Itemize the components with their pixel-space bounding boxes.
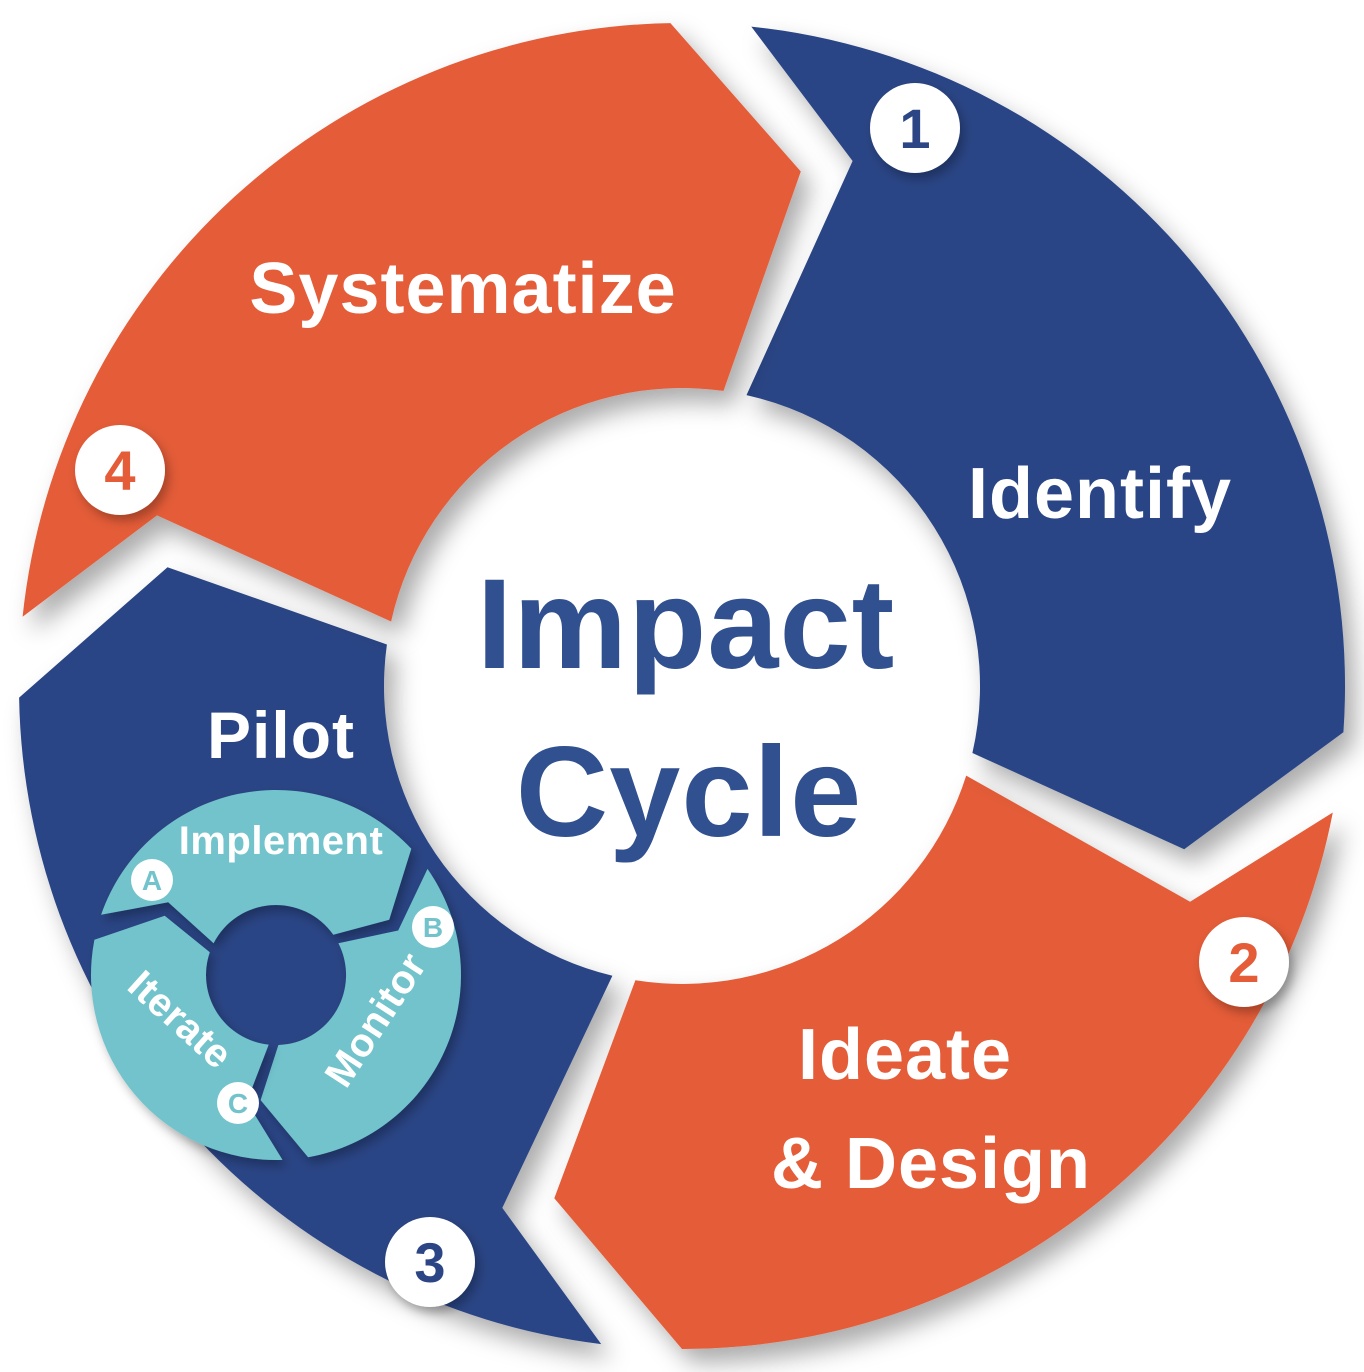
substep-badge-a: A: [131, 859, 173, 901]
substep-badge-c: C: [217, 1082, 259, 1124]
step-badge-1-number: 1: [899, 97, 930, 160]
segment-ideate-design-shape: [554, 775, 1333, 1349]
substep-badge-c-letter: C: [228, 1088, 248, 1119]
step-badge-3-number: 3: [414, 1231, 445, 1294]
step-badge-2: 2: [1199, 917, 1289, 1007]
substep-badge-b-letter: B: [423, 912, 443, 943]
substep-badge-c-circle: [217, 1082, 259, 1124]
substep-badge-a-letter: A: [142, 865, 162, 896]
segment-identify-shape: [746, 26, 1346, 850]
center-title-line1: Impact: [477, 553, 896, 696]
step-badge-1-circle: [870, 83, 960, 173]
step-badge-1: 1: [870, 83, 960, 173]
segment-pilot-shape: [19, 567, 613, 1345]
segment-systematize-shape: [22, 23, 801, 622]
step-badge-4-circle: [75, 425, 165, 515]
label-pilot: Pilot: [207, 698, 355, 772]
step-badge-4-number: 4: [104, 439, 135, 502]
label-implement: Implement: [179, 819, 384, 863]
step-badge-2-circle: [1199, 917, 1289, 1007]
step-badge-3-circle: [385, 1217, 475, 1307]
label-identify: Identify: [968, 454, 1232, 534]
label-systematize: Systematize: [249, 249, 676, 329]
subcycle-implement-shape: [101, 790, 412, 944]
pilot-subcycle-ring: [90, 790, 461, 1161]
label-ideate: Ideate: [798, 1015, 1012, 1095]
step-badge-2-number: 2: [1228, 931, 1259, 994]
step-badge-3: 3: [385, 1217, 475, 1307]
label-design: & Design: [771, 1124, 1091, 1204]
substep-badge-a-circle: [131, 859, 173, 901]
subcycle-monitor-shape: [260, 868, 461, 1158]
substep-badge-b-circle: [412, 906, 454, 948]
substep-badge-b: B: [412, 906, 454, 948]
step-badge-4: 4: [75, 425, 165, 515]
center-title-line2: Cycle: [516, 721, 863, 864]
